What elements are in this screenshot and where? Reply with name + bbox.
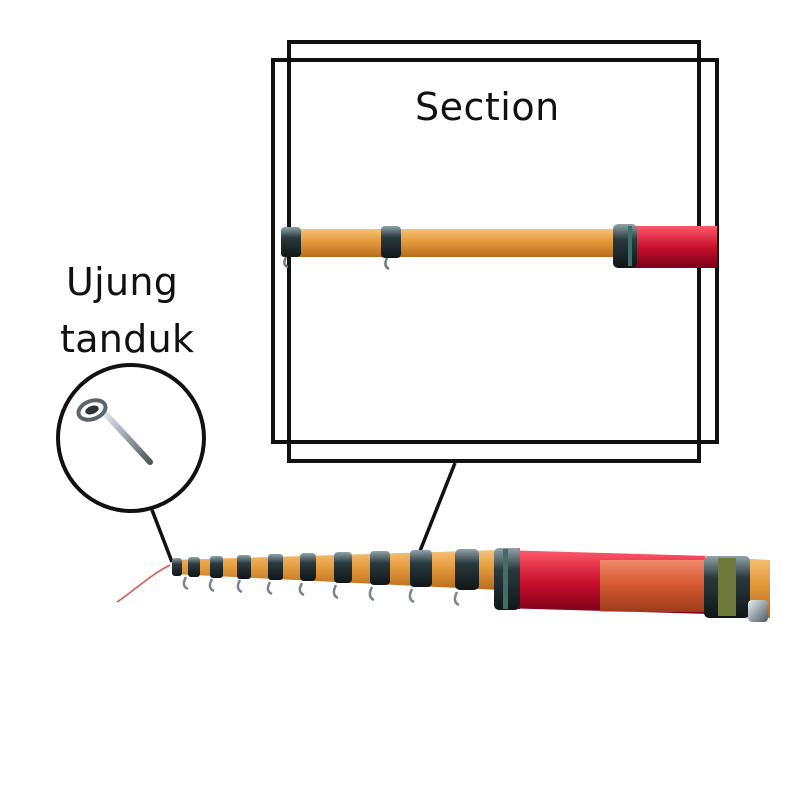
telescopic-rod — [116, 548, 770, 622]
tip-pointer-line — [150, 509, 174, 563]
section-pointer-line — [416, 462, 457, 557]
tip-label-line-2: tanduk — [60, 317, 195, 361]
rod-tip-guide-icon — [76, 398, 153, 465]
tip-label-line-1: Ujung — [66, 260, 179, 304]
tip-magnifier-circle — [56, 363, 206, 513]
section-rod-zoom — [281, 224, 717, 271]
section-label: Section — [415, 85, 560, 129]
